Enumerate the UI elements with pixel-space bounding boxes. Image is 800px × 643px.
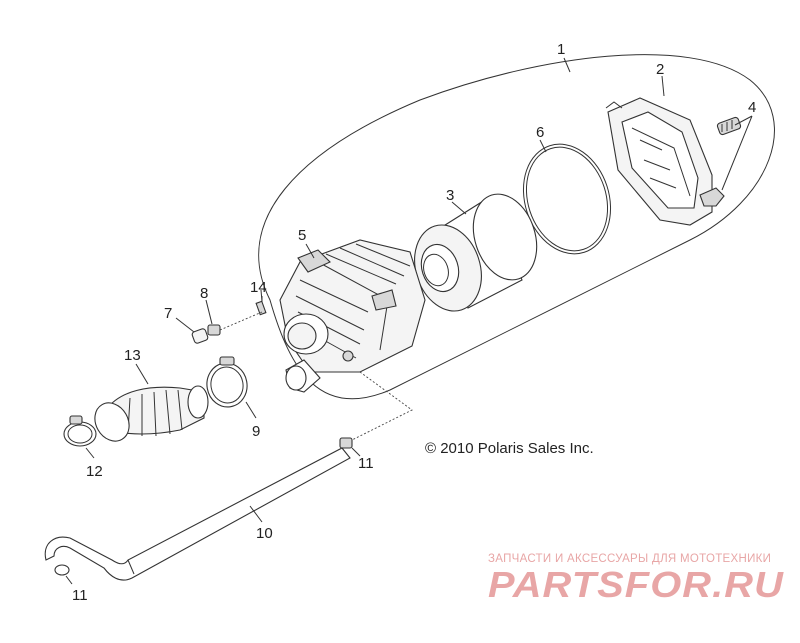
hose-clamp-small	[63, 415, 97, 447]
grommet	[207, 324, 221, 336]
air-filter-element	[414, 193, 538, 312]
callout-3: 3	[446, 187, 454, 204]
airbox-housing	[279, 239, 426, 393]
callout-10: 10	[256, 525, 273, 542]
callout-7: 7	[164, 305, 172, 322]
hose-clamp-large	[206, 356, 248, 408]
cover-gasket	[522, 143, 612, 255]
cover-clips	[699, 116, 742, 207]
drain-hose	[44, 447, 351, 581]
watermark-logo: PARTSFOR.RU	[488, 565, 784, 605]
callout-12: 12	[86, 463, 103, 480]
callout-11-upper: 11	[358, 455, 374, 472]
watermark-tagline: ЗАПЧАСТИ И АКСЕССУАРЫ ДЛЯ МОТОТЕХНИКИ	[488, 553, 772, 565]
callout-5: 5	[298, 227, 306, 244]
intake-boot	[94, 385, 209, 442]
hose-fitting-upper	[339, 437, 353, 449]
drain-plug	[191, 328, 209, 344]
callout-1: 1	[557, 41, 565, 58]
leader-lines	[65, 57, 753, 585]
callout-14: 14	[250, 279, 267, 296]
hose-fitting-lower	[54, 564, 70, 576]
watermark-logo-text: PARTSFOR.RU	[488, 565, 784, 605]
callout-13: 13	[124, 347, 141, 364]
airbox-cover	[605, 97, 713, 226]
callout-9: 9	[252, 423, 260, 440]
callout-6: 6	[536, 124, 544, 141]
assembly-outline	[258, 54, 775, 400]
callout-4: 4	[748, 99, 756, 116]
copyright-notice: © 2010 Polaris Sales Inc.	[425, 440, 594, 457]
callout-2: 2	[656, 61, 664, 78]
callout-8: 8	[200, 285, 208, 302]
callout-11-lower: 11	[72, 587, 88, 604]
